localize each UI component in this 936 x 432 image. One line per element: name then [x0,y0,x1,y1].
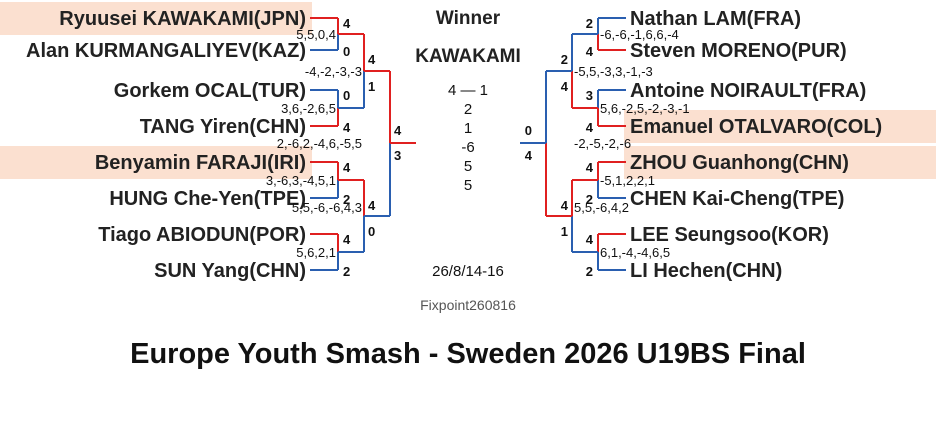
round-result: 3 [586,88,593,103]
final-game-score: 5 [464,158,472,175]
round-result: 4 [343,16,351,31]
round-result: 4 [368,52,376,67]
event-date: 26/8/14-16 [432,263,504,280]
game-scores: -5,1,2,2,1 [600,173,655,188]
game-scores: 5,5,-6,-6,4,3 [292,200,362,215]
round-result: 4 [525,148,533,163]
player-name: Gorkem OCAL(TUR) [114,80,306,102]
player-highlight [624,110,936,143]
round-result: 4 [343,232,351,247]
watermark: Fixpoint260816 [420,297,516,313]
round-result: 2 [586,16,593,31]
round-result: 1 [561,224,568,239]
player-name: Benyamin FARAJI(IRI) [95,152,306,174]
player-name: Emanuel OTALVARO(COL) [630,116,882,138]
round-result: 2 [343,192,350,207]
game-scores: 3,6,-2,6,5 [281,101,336,116]
player-name: Tiago ABIODUN(POR) [98,224,306,246]
tournament-bracket: Ryuusei KAWAKAMI(JPN) Alan KURMANGALIYEV(… [0,2,936,313]
player-name: ZHOU Guanhong(CHN) [630,152,849,174]
player-name: Antoine NOIRAULT(FRA) [630,80,866,102]
round-result: 4 [561,79,569,94]
player-name: Ryuusei KAWAKAMI(JPN) [59,8,306,30]
round-result: 4 [586,160,594,175]
final-game-score: 4 — 1 [448,82,488,99]
game-scores: 6,1,-4,-4,6,5 [600,245,670,260]
player-name: Nathan LAM(FRA) [630,8,801,30]
player-name: SUN Yang(CHN) [154,260,306,282]
page-title: Europe Youth Smash - Sweden 2026 U19BS F… [130,338,806,370]
game-scores-result: 4 [586,44,594,59]
round-result: 2 [561,52,568,67]
final-game-score: 2 [464,101,472,118]
round-result: 0 [343,88,350,103]
game-scores: 2,-6,2,-4,6,-5,5 [277,136,362,151]
round-result: 4 [343,120,351,135]
game-scores: 5,6,-2,5,-2,-3,-1 [600,101,690,116]
game-scores-result: 2 [586,192,593,207]
game-scores: 5,5,0,4 [296,27,336,42]
winner-name: KAWAKAMI [415,46,521,67]
round-result: 4 [394,123,402,138]
player-name: Steven MORENO(PUR) [630,40,847,62]
final-game-score: -6 [461,139,474,156]
round-result: 0 [368,224,375,239]
winner-label: Winner [436,8,501,29]
game-scores: -5,5,-3,3,-1,-3 [574,64,653,79]
game-scores: 5,5,-6,4,2 [574,200,629,215]
round-result: 0 [343,44,350,59]
player-name: LI Hechen(CHN) [630,260,782,282]
round-result: 3 [394,148,401,163]
player-name: TANG Yiren(CHN) [140,116,306,138]
player-highlight [624,146,936,179]
game-scores-result: 4 [586,120,594,135]
round-result: 4 [343,160,351,175]
game-scores: 3,-6,3,-4,5,1 [266,173,336,188]
game-scores: -2,-5,-2,-6 [574,136,631,151]
final-game-score: 5 [464,177,472,194]
player-name: HUNG Che-Yen(TPE) [109,188,306,210]
player-name: LEE Seungsoo(KOR) [630,224,829,246]
round-result: 4 [368,198,376,213]
player-name: Alan KURMANGALIYEV(KAZ) [26,40,306,62]
player-name: CHEN Kai-Cheng(TPE) [630,188,844,210]
game-scores-result: 2 [586,264,593,279]
player-highlight [0,2,312,35]
game-scores: -6,-6,-1,6,6,-4 [600,27,679,42]
final-game-score: 1 [464,120,472,137]
round-result: 4 [561,198,569,213]
player-highlight [0,146,312,179]
round-result: 4 [586,232,594,247]
round-result: 0 [525,123,532,138]
round-result: 2 [343,264,350,279]
game-scores: -4,-2,-3,-3 [305,64,362,79]
game-scores: 5,6,2,1 [296,245,336,260]
round-result: 1 [368,79,375,94]
